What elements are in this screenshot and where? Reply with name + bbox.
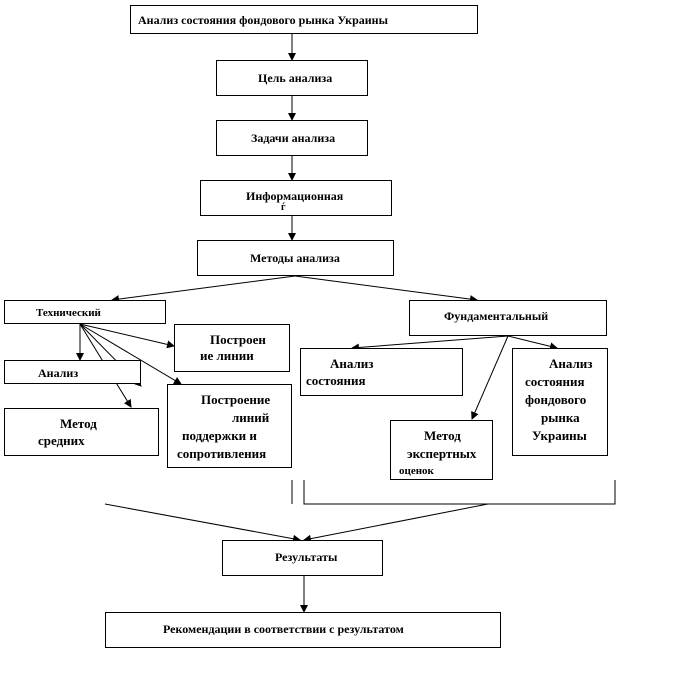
- node-analysis: Анализ: [4, 360, 141, 384]
- node-expert-method-line-2: экспертных: [407, 446, 477, 461]
- node-recommendations: Рекомендации в соответствии с результато…: [105, 612, 501, 648]
- node-info-mark: ѓ: [281, 202, 286, 213]
- node-expert-method-line-3: оценок: [399, 465, 434, 477]
- node-analysis-label: Анализ: [38, 366, 79, 380]
- node-state-analysis: Анализ состояния: [300, 348, 463, 396]
- node-fundamental-label: Фундаментальный: [444, 309, 549, 323]
- arrow-methods-technical: [111, 275, 296, 304]
- node-state-analysis-line-1: Анализ: [330, 356, 374, 371]
- node-tasks-label: Задачи анализа: [251, 131, 336, 145]
- node-support-lines-line-1: Построение: [201, 392, 271, 407]
- node-support-lines-line-3: поддержки и: [182, 428, 257, 443]
- node-info-label: Информационная: [246, 189, 344, 203]
- node-results: Результаты: [222, 540, 383, 576]
- arrow-methods-fundamental: [294, 275, 478, 304]
- node-method-avg: Метод средних: [4, 408, 159, 456]
- node-methods: Методы анализа: [197, 240, 394, 276]
- node-recommendations-label: Рекомендации в соответствии с результато…: [163, 622, 404, 636]
- node-support-lines-line-4: сопротивления: [177, 446, 267, 461]
- node-lines-build-line-2: ие линии: [200, 348, 254, 363]
- arrow-fundamental-market: [507, 335, 558, 351]
- node-info: Информационная ѓ: [200, 180, 392, 216]
- arrow-right-results: [303, 503, 489, 543]
- node-technical-label: Технический: [36, 307, 101, 319]
- node-market-analysis-line-1: Анализ: [549, 356, 593, 371]
- node-technical: Технический: [4, 300, 166, 324]
- node-goal: Цель анализа: [216, 60, 368, 96]
- arrow-technical-support: [79, 323, 182, 385]
- arrow-fundamental-expert: [471, 335, 509, 420]
- node-expert-method: Метод экспертных оценок: [390, 420, 493, 480]
- node-root: Анализ состояния фондового рынка Украины: [130, 5, 478, 34]
- arrow-fundamental-state: [351, 335, 509, 352]
- node-market-analysis-line-3: фондового: [525, 392, 587, 407]
- node-tasks: Задачи анализа: [216, 120, 368, 156]
- node-market-analysis: Анализ состояния фондового рынка Украины: [512, 348, 608, 456]
- node-market-analysis-line-2: состояния: [525, 374, 585, 389]
- node-support-lines: Построение линий поддержки и сопротивлен…: [167, 384, 292, 468]
- arrow-technical-lines: [79, 323, 175, 349]
- node-goal-label: Цель анализа: [258, 71, 333, 85]
- node-lines-build: Построен ие линии: [174, 324, 290, 372]
- node-method-avg-line-1: Метод: [60, 416, 97, 431]
- node-state-analysis-line-2: состояния: [306, 373, 366, 388]
- arrow-left-results: [104, 503, 301, 543]
- node-market-analysis-line-4: рынка: [541, 410, 580, 425]
- node-methods-label: Методы анализа: [250, 251, 340, 265]
- node-expert-method-line-1: Метод: [424, 428, 461, 443]
- node-method-avg-line-2: средних: [38, 433, 85, 448]
- node-lines-build-line-1: Построен: [210, 332, 266, 347]
- node-root-label: Анализ состояния фондового рынка Украины: [138, 13, 388, 27]
- node-fundamental: Фундаментальный: [409, 300, 607, 336]
- node-support-lines-line-2: линий: [232, 410, 270, 425]
- node-market-analysis-line-5: Украины: [532, 428, 587, 443]
- bracket-right: [303, 480, 616, 505]
- node-results-label: Результаты: [275, 550, 338, 564]
